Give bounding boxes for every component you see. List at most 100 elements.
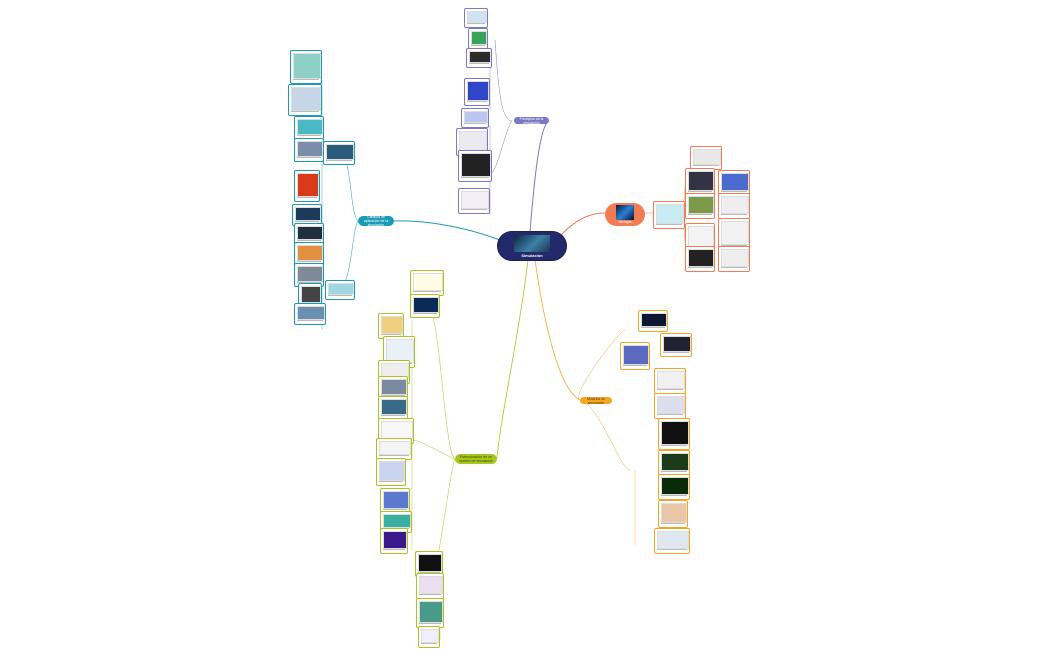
subtopic-card[interactable] (378, 396, 408, 420)
branch-image (616, 205, 634, 220)
subtopic-card[interactable] (415, 551, 443, 577)
subtopic-card[interactable] (458, 188, 490, 214)
caption-line (381, 334, 401, 335)
subtopic-card[interactable] (416, 573, 444, 599)
subtopic-card[interactable] (410, 294, 440, 318)
caption-line (297, 157, 321, 158)
subtopic-card[interactable] (466, 48, 492, 68)
subtopic-card[interactable] (685, 193, 715, 219)
thumbnail-image (721, 249, 749, 267)
caption-line (661, 471, 687, 472)
subtopic-card[interactable] (376, 438, 412, 460)
branch-ventajas[interactable]: Ventajas (605, 203, 645, 226)
central-topic-node[interactable]: Simulación (497, 231, 567, 261)
subtopic-card[interactable] (653, 201, 685, 229)
subtopic-card[interactable] (620, 342, 650, 370)
connector-line (489, 120, 513, 176)
thumbnail-image (663, 336, 691, 352)
connector-line (559, 212, 606, 237)
thumbnail-image (693, 149, 721, 165)
caption-line (721, 267, 747, 268)
subtopic-card[interactable] (685, 168, 715, 196)
connector-line (494, 39, 513, 122)
subtopic-card[interactable] (325, 280, 355, 300)
subtopic-card[interactable] (464, 78, 490, 106)
subtopic-card[interactable] (288, 84, 322, 116)
caption-line (379, 481, 403, 482)
subtopic-card[interactable] (658, 474, 690, 500)
thumbnail-image (413, 273, 443, 291)
subtopic-card[interactable] (290, 50, 322, 84)
subtopic-card[interactable] (718, 246, 750, 272)
subtopic-card[interactable] (461, 108, 489, 128)
thumbnail-image (721, 221, 749, 245)
caption-line (419, 594, 441, 595)
subtopic-card[interactable] (378, 313, 404, 339)
subtopic-card[interactable] (294, 138, 324, 162)
caption-line (326, 160, 352, 161)
subtopic-card[interactable] (658, 418, 690, 450)
thumbnail-image (688, 249, 714, 267)
caption-line (297, 240, 321, 241)
thumbnail-image (381, 421, 413, 439)
subtopic-card[interactable] (654, 528, 690, 554)
thumbnail-image (656, 204, 684, 224)
subtopic-card[interactable] (468, 28, 488, 50)
subtopic-card[interactable] (416, 598, 444, 628)
branch-campos-aplicacion[interactable]: Campos de aplicación de la simulación (358, 215, 394, 227)
thumbnail-image (461, 191, 489, 209)
thumbnail-image (661, 453, 689, 471)
caption-line (623, 365, 647, 366)
branch-modelos[interactable]: Modelos de simulación (580, 397, 612, 405)
subtopic-card[interactable] (294, 170, 320, 202)
subtopic-card[interactable] (654, 368, 686, 394)
thumbnail-image (297, 306, 325, 320)
caption-line (328, 295, 352, 296)
caption-line (413, 313, 437, 314)
subtopic-card[interactable] (458, 150, 492, 182)
subtopic-card[interactable] (410, 270, 444, 296)
subtopic-card[interactable] (292, 204, 322, 226)
connector-line (496, 259, 529, 459)
connector-line (411, 309, 456, 591)
subtopic-card[interactable] (380, 528, 408, 554)
subtopic-card[interactable] (718, 218, 750, 250)
central-image (514, 234, 550, 252)
subtopic-card[interactable] (294, 242, 324, 266)
subtopic-card[interactable] (464, 8, 488, 28)
caption-line (297, 320, 323, 321)
thumbnail-image (657, 371, 685, 389)
caption-line (469, 63, 489, 64)
thumbnail-image (297, 266, 323, 282)
subtopic-card[interactable] (658, 450, 690, 476)
thumbnail-image (419, 576, 443, 594)
caption-line (379, 455, 409, 456)
subtopic-card[interactable] (658, 500, 688, 528)
branch-principios[interactable]: Principios de la simulación (514, 117, 549, 125)
caption-line (721, 245, 747, 246)
caption-line (464, 123, 486, 124)
subtopic-card[interactable] (418, 626, 440, 648)
thumbnail-image (661, 477, 689, 495)
subtopic-card[interactable] (690, 146, 722, 170)
caption-line (383, 549, 405, 550)
subtopic-card[interactable] (376, 458, 406, 486)
subtopic-card[interactable] (294, 303, 326, 325)
subtopic-card[interactable] (718, 193, 750, 219)
caption-line (721, 191, 747, 192)
caption-line (381, 415, 405, 416)
subtopic-card[interactable] (380, 488, 410, 514)
subtopic-card[interactable] (323, 141, 355, 165)
subtopic-card[interactable] (294, 116, 324, 140)
subtopic-card[interactable] (654, 393, 686, 419)
thumbnail-image (657, 531, 689, 549)
thumbnail-image (467, 81, 489, 101)
thumbnail-image (469, 51, 491, 63)
subtopic-card[interactable] (660, 333, 692, 357)
caption-line (661, 495, 687, 496)
subtopic-card[interactable] (685, 246, 715, 272)
branch-estructuracion[interactable]: Estructuración de un modelo de simulació… (455, 454, 497, 464)
thumbnail-image (297, 141, 323, 157)
caption-line (663, 352, 689, 353)
subtopic-card[interactable] (638, 310, 668, 332)
